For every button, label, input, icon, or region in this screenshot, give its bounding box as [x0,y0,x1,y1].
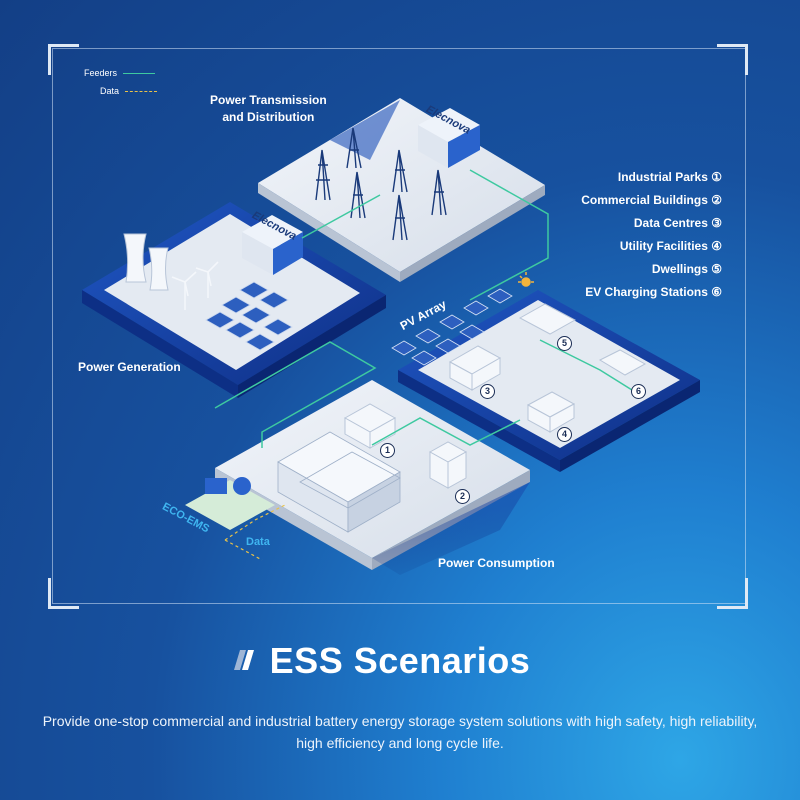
badge-6: 6 [631,384,646,399]
legend-data: Data [100,86,158,96]
scenario-commercial-buildings: Commercial Buildings ② [581,193,722,207]
office-tower-icon [428,441,468,489]
battery-cabinets [277,431,401,533]
badge-2: 2 [455,489,470,504]
badge-4: 4 [557,427,572,442]
solar-panels-generation [205,281,293,351]
label-consumption: Power Consumption [438,556,555,570]
monitor-icon [205,478,227,494]
frame-corner-bottom-left [48,578,79,609]
page-title: ESS Scenarios [269,640,531,681]
legend-data-line [125,90,158,92]
pv-array-panels [391,288,513,366]
badge-1: 1 [380,443,395,458]
feeder-lines [214,169,641,448]
legend-feeders-label: Feeders [84,68,118,78]
title-block: ESS Scenarios [0,640,800,682]
scenario-list: Industrial Parks ① Commercial Buildings … [581,166,722,304]
frame-corner-top-left [48,44,79,75]
page-subtitle: Provide one-stop commercial and industri… [42,713,758,751]
badge-5: 5 [557,336,572,351]
cloud-icon [233,477,251,495]
scenario-data-centres: Data Centres ③ [633,216,722,230]
frame-corner-top-right [717,44,748,75]
scenario-dwellings: Dwellings ⑤ [651,262,722,276]
frame-corner-bottom-right [717,578,748,609]
badge-3: 3 [480,384,495,399]
label-transmission: Power Transmission and Distribution [210,93,327,124]
slash-mark-icon [233,650,254,670]
sun-icon [518,272,534,287]
wind-turbines [171,261,219,310]
scenario-ev-charging: EV Charging Stations ⑥ [585,285,722,299]
scenario-industrial-parks: Industrial Parks ① [617,170,722,184]
label-data: Data [246,536,270,548]
label-generation: Power Generation [78,360,181,374]
legend-feeders-line [123,72,156,74]
usage-buildings [448,303,647,433]
storage-container-transmission [418,108,480,168]
storage-container-generation [242,215,303,275]
transmission-towers [315,127,447,241]
legend-feeders: Feeders [84,68,156,78]
eco-ems-base [185,477,275,530]
scenario-utility-facilities: Utility Facilities ④ [619,239,722,253]
data-lines [224,504,286,561]
legend-data-label: Data [100,86,120,96]
title-container: ESS Scenarios [233,640,531,682]
factory-icon [343,403,397,449]
cooling-towers [123,233,169,291]
